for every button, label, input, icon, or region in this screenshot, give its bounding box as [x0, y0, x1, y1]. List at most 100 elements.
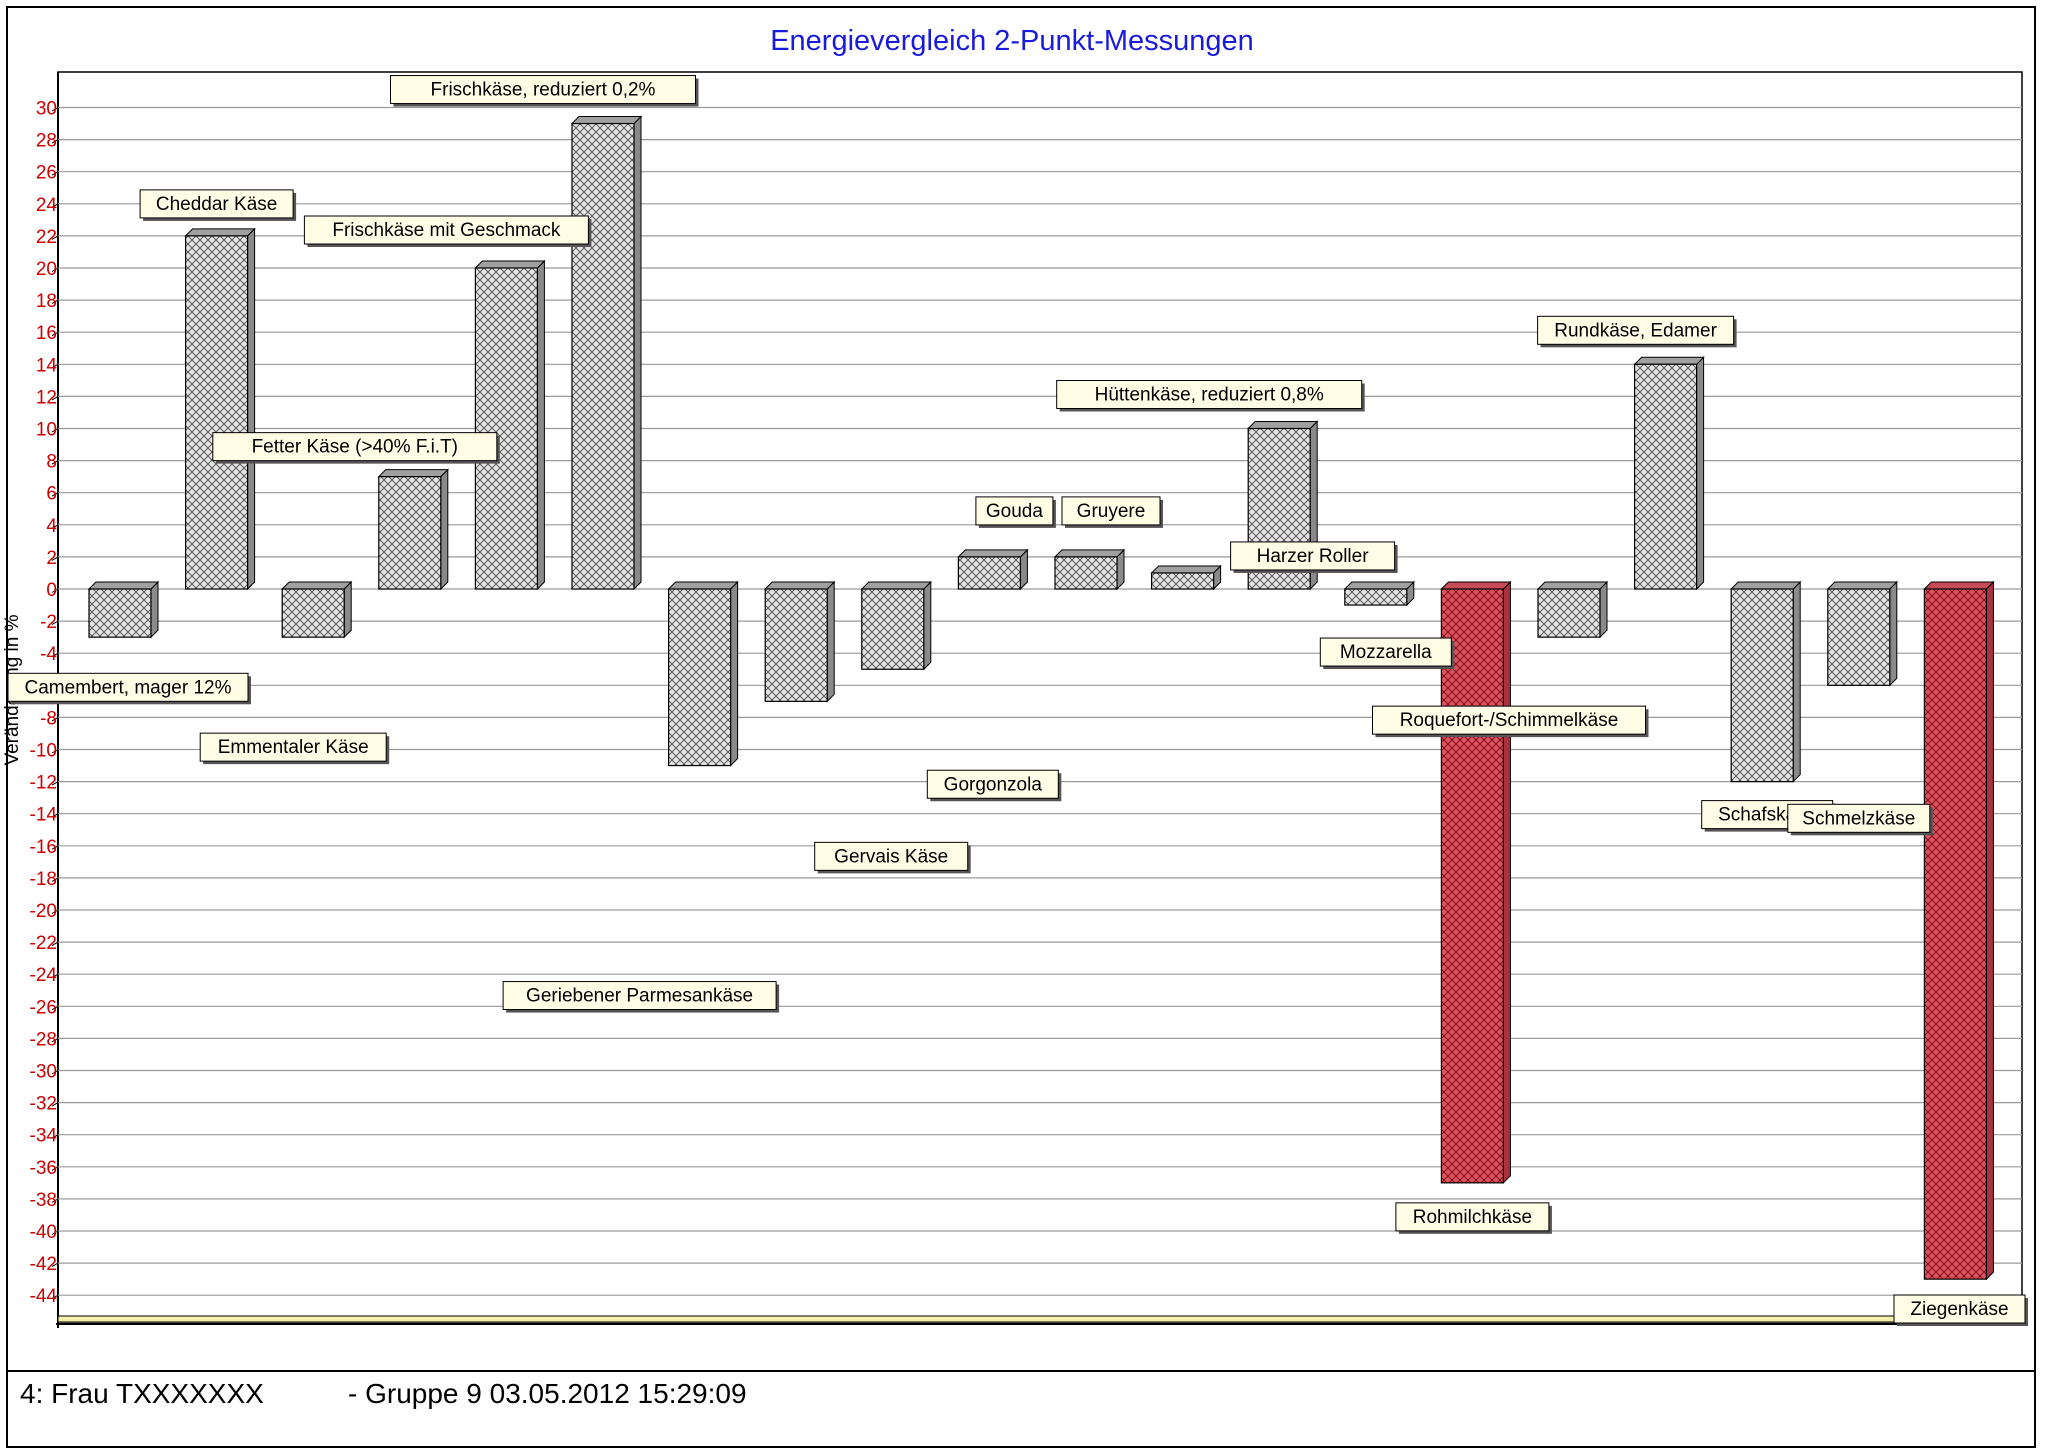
y-tick-label: 2: [46, 548, 57, 569]
bar-top: [1536, 581, 1609, 590]
bar-front: [1923, 588, 1988, 1280]
bar-side: [440, 468, 449, 591]
category-label: Fetter Käse (>40% F.i.T): [212, 432, 500, 464]
bar-top: [1246, 421, 1319, 429]
bar-front: [474, 267, 538, 590]
bar: [570, 115, 643, 591]
y-tick: [51, 1102, 59, 1107]
bar-top: [763, 581, 836, 590]
label-box: [814, 841, 969, 871]
category-label-text: Frischkäse, reduziert 0,2%: [431, 80, 656, 101]
y-tick: [51, 267, 59, 272]
y-tick: [51, 781, 59, 786]
y-tick-label: 18: [36, 291, 57, 312]
category-label-text: Emmentaler Käse: [218, 737, 369, 758]
label-box: [926, 769, 1059, 799]
chart-floor: [57, 1315, 2023, 1323]
y-tick-label: -10: [30, 741, 57, 762]
bar-front: [88, 588, 152, 638]
category-label: Frischkäse, reduziert 0,2%: [390, 75, 699, 107]
category-label-text: Gouda: [986, 501, 1043, 522]
category-label-text: Roquefort-/Schimmelkäse: [1400, 710, 1619, 731]
y-tick-label: 0: [46, 580, 57, 601]
y-tick: [51, 877, 59, 882]
y-tick: [51, 331, 59, 337]
y-tick: [51, 1070, 59, 1075]
y-tick: [51, 652, 59, 658]
y-tick: [51, 1037, 59, 1043]
category-label: Gorgonzola: [926, 769, 1062, 802]
bar-side: [150, 580, 159, 639]
bar-side: [1696, 356, 1705, 591]
bar-front: [1730, 588, 1794, 783]
bar-top: [1440, 581, 1512, 590]
bar-front: [1537, 588, 1601, 638]
bar-top: [280, 581, 353, 590]
category-label: Schmelzkäse: [1787, 803, 1933, 836]
category-label: Gouda: [975, 496, 1056, 528]
y-tick-label: 10: [36, 420, 57, 441]
y-tick-label: -26: [30, 997, 57, 1018]
bar: [667, 580, 739, 767]
category-label-text: Camembert, mager 12%: [25, 677, 232, 698]
category-label: Emmentaler Käse: [199, 732, 390, 765]
footer-patient-info: 4: Frau TXXXXXXX: [20, 1378, 264, 1409]
y-tick: [51, 620, 59, 626]
label-box: [139, 189, 294, 219]
label-box: [199, 732, 387, 762]
category-label-text: Rundkäse, Edamer: [1554, 320, 1717, 341]
y-tick-label: -12: [30, 773, 57, 794]
bar-top: [1053, 549, 1126, 558]
bar-front: [1150, 572, 1215, 590]
bar-front: [764, 588, 828, 702]
y-tick-label: 22: [36, 227, 57, 248]
y-tick: [51, 749, 59, 754]
y-tick: [51, 524, 59, 529]
bar-front: [1440, 588, 1505, 1184]
bar-top: [1923, 581, 1995, 590]
y-tick: [51, 941, 59, 947]
y-tick-label: 6: [46, 484, 57, 505]
label-box: [1787, 803, 1931, 833]
label-box: [1893, 1294, 2026, 1324]
category-label-text: Rohmilchkäse: [1413, 1207, 1532, 1228]
y-tick: [51, 556, 59, 561]
y-tick-label: 26: [36, 163, 57, 184]
bar: [1633, 356, 1705, 591]
label-box: [502, 981, 777, 1011]
y-tick: [51, 845, 59, 850]
bar-side: [247, 227, 256, 591]
label-box: [1395, 1202, 1550, 1232]
label-box: [975, 496, 1054, 526]
label-box: [390, 75, 696, 105]
bar-front: [1054, 556, 1118, 590]
footer-group-timestamp: - Gruppe 9 03.05.2012 15:29:09: [348, 1378, 747, 1409]
bar-side: [1889, 580, 1898, 687]
y-tick-label: -18: [30, 869, 57, 890]
bar-side: [536, 259, 545, 591]
y-tick-label: -24: [30, 965, 58, 986]
y-tick: [51, 1198, 59, 1203]
bar-top: [1343, 581, 1416, 590]
bar: [763, 580, 836, 703]
y-tick: [51, 1166, 59, 1171]
y-tick-label: -42: [30, 1254, 57, 1275]
bar: [957, 548, 1029, 591]
category-label-text: Geriebener Parmesankäse: [526, 986, 753, 1007]
bar: [1729, 580, 1802, 783]
bar-top: [957, 549, 1029, 558]
y-tick: [51, 299, 59, 305]
label-box: [1537, 315, 1735, 345]
y-tick: [51, 363, 59, 369]
bar-front: [957, 556, 1022, 590]
y-tick: [51, 973, 59, 979]
category-label: Rundkäse, Edamer: [1537, 315, 1737, 348]
label-box: [1372, 705, 1646, 735]
bar: [1053, 548, 1126, 591]
label-box: [212, 432, 498, 462]
chart-frame: [6, 6, 2036, 1448]
y-tick-label: -16: [30, 837, 57, 858]
bar-side: [923, 580, 932, 671]
category-label-text: Gorgonzola: [944, 774, 1043, 795]
